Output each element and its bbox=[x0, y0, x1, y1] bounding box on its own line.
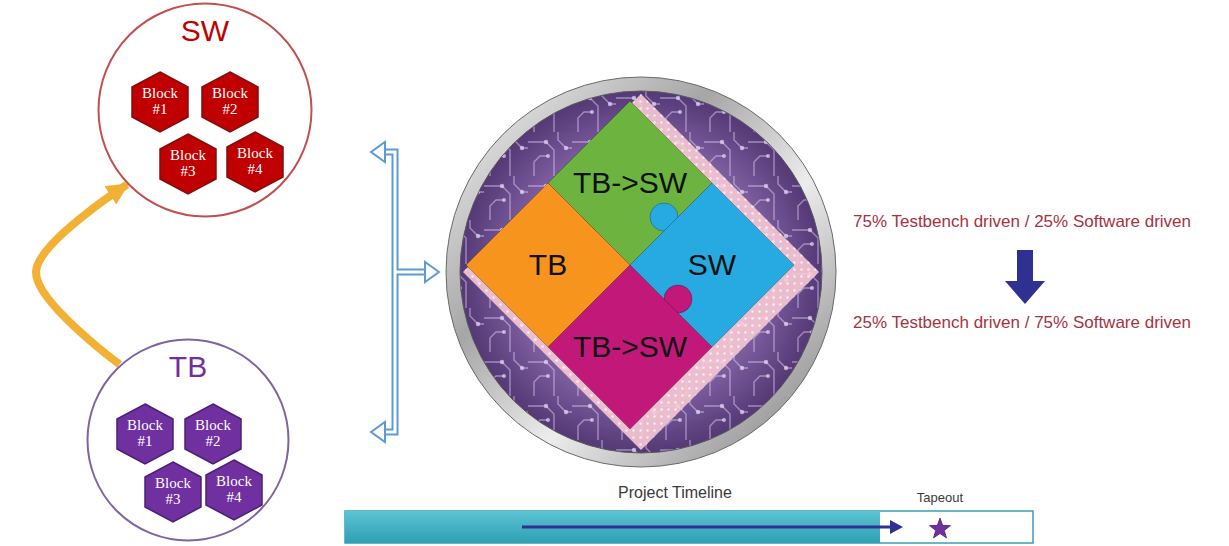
hexagon-outline bbox=[202, 72, 258, 132]
hexagon-outline bbox=[206, 460, 262, 520]
piece-label: SW bbox=[688, 248, 736, 283]
timeline-label: Project Timeline bbox=[618, 484, 732, 501]
hexagon-outline bbox=[117, 404, 173, 464]
block-label: Block #1 bbox=[124, 418, 166, 450]
flow-arrow bbox=[36, 185, 127, 365]
block-hexagon: Block #3 bbox=[145, 462, 201, 522]
circle-outline bbox=[88, 340, 289, 541]
piece-label: TB->SW bbox=[573, 330, 687, 365]
block-label: Block #4 bbox=[234, 146, 276, 178]
piece-label: TB bbox=[529, 248, 567, 283]
ratio-note-box: 75% Testbench driven / 25% Software driv… bbox=[853, 212, 1191, 232]
block-label: Block #4 bbox=[213, 474, 255, 506]
silver-ring bbox=[453, 84, 829, 460]
block-label: Block #3 bbox=[167, 148, 209, 180]
bracket-outline bbox=[384, 152, 426, 432]
piece-body bbox=[548, 265, 712, 429]
block-hexagon: Block #2 bbox=[185, 404, 241, 464]
hexagon-outline bbox=[132, 72, 188, 132]
bracket-head bbox=[371, 142, 385, 162]
bracket-arrows bbox=[371, 142, 439, 442]
piece-label: TB->SW bbox=[573, 166, 687, 201]
bracket-head bbox=[425, 262, 439, 282]
timeline-bar bbox=[345, 511, 1033, 543]
milestone-label-box: Tapeout bbox=[917, 488, 963, 506]
circle-outline bbox=[99, 4, 312, 217]
tapeout-star bbox=[930, 518, 951, 538]
timeline-label-box: Project Timeline bbox=[618, 484, 732, 502]
group-circle: Block #1 Block #2 Block #3 Block #4 TB bbox=[86, 338, 290, 542]
block-label: Block #1 bbox=[139, 86, 181, 118]
block-hexagon: Block #1 bbox=[117, 404, 173, 464]
block-hexagon: Block #2 bbox=[202, 72, 258, 132]
block-hexagon: Block #4 bbox=[227, 132, 283, 192]
medallion bbox=[446, 77, 836, 467]
shift-arrow bbox=[1005, 250, 1045, 304]
block-hexagon: Block #4 bbox=[206, 460, 262, 520]
ratio-note-box: 25% Testbench driven / 75% Software driv… bbox=[853, 313, 1191, 333]
piece-shape bbox=[548, 265, 712, 429]
hexagon-outline bbox=[160, 134, 216, 194]
bracket-head bbox=[371, 422, 385, 442]
hexagon-outline bbox=[227, 132, 283, 192]
bracket-inner bbox=[384, 152, 426, 432]
group-heading: TB bbox=[169, 350, 207, 385]
group-heading: SW bbox=[181, 14, 229, 49]
block-label: Block #2 bbox=[209, 86, 251, 118]
block-hexagon: Block #1 bbox=[132, 72, 188, 132]
hexagon-outline bbox=[185, 404, 241, 464]
dot-texture bbox=[463, 94, 819, 450]
block-hexagon: Block #3 bbox=[160, 134, 216, 194]
block-label: Block #3 bbox=[152, 476, 194, 508]
circuit-texture bbox=[453, 84, 829, 460]
ratio-note: 25% Testbench driven / 75% Software driv… bbox=[853, 313, 1191, 332]
milestone-label: Tapeout bbox=[917, 490, 963, 505]
ring-edge bbox=[446, 77, 836, 467]
timeline-arrow bbox=[522, 526, 892, 529]
pink-diamond bbox=[463, 94, 819, 450]
timeline-arrowhead bbox=[890, 520, 903, 534]
hexagon-outline bbox=[145, 462, 201, 522]
down-arrow bbox=[1005, 250, 1045, 304]
block-label: Block #2 bbox=[192, 418, 234, 450]
ratio-note: 75% Testbench driven / 25% Software driv… bbox=[853, 212, 1191, 231]
medallion-ground bbox=[453, 84, 829, 460]
timeline bbox=[345, 511, 1033, 543]
puzzle-piece: TB->SW bbox=[545, 262, 715, 432]
ring-edge bbox=[460, 91, 822, 453]
group-circle: Block #1 Block #2Block #3 Block #4 SW bbox=[97, 2, 313, 218]
